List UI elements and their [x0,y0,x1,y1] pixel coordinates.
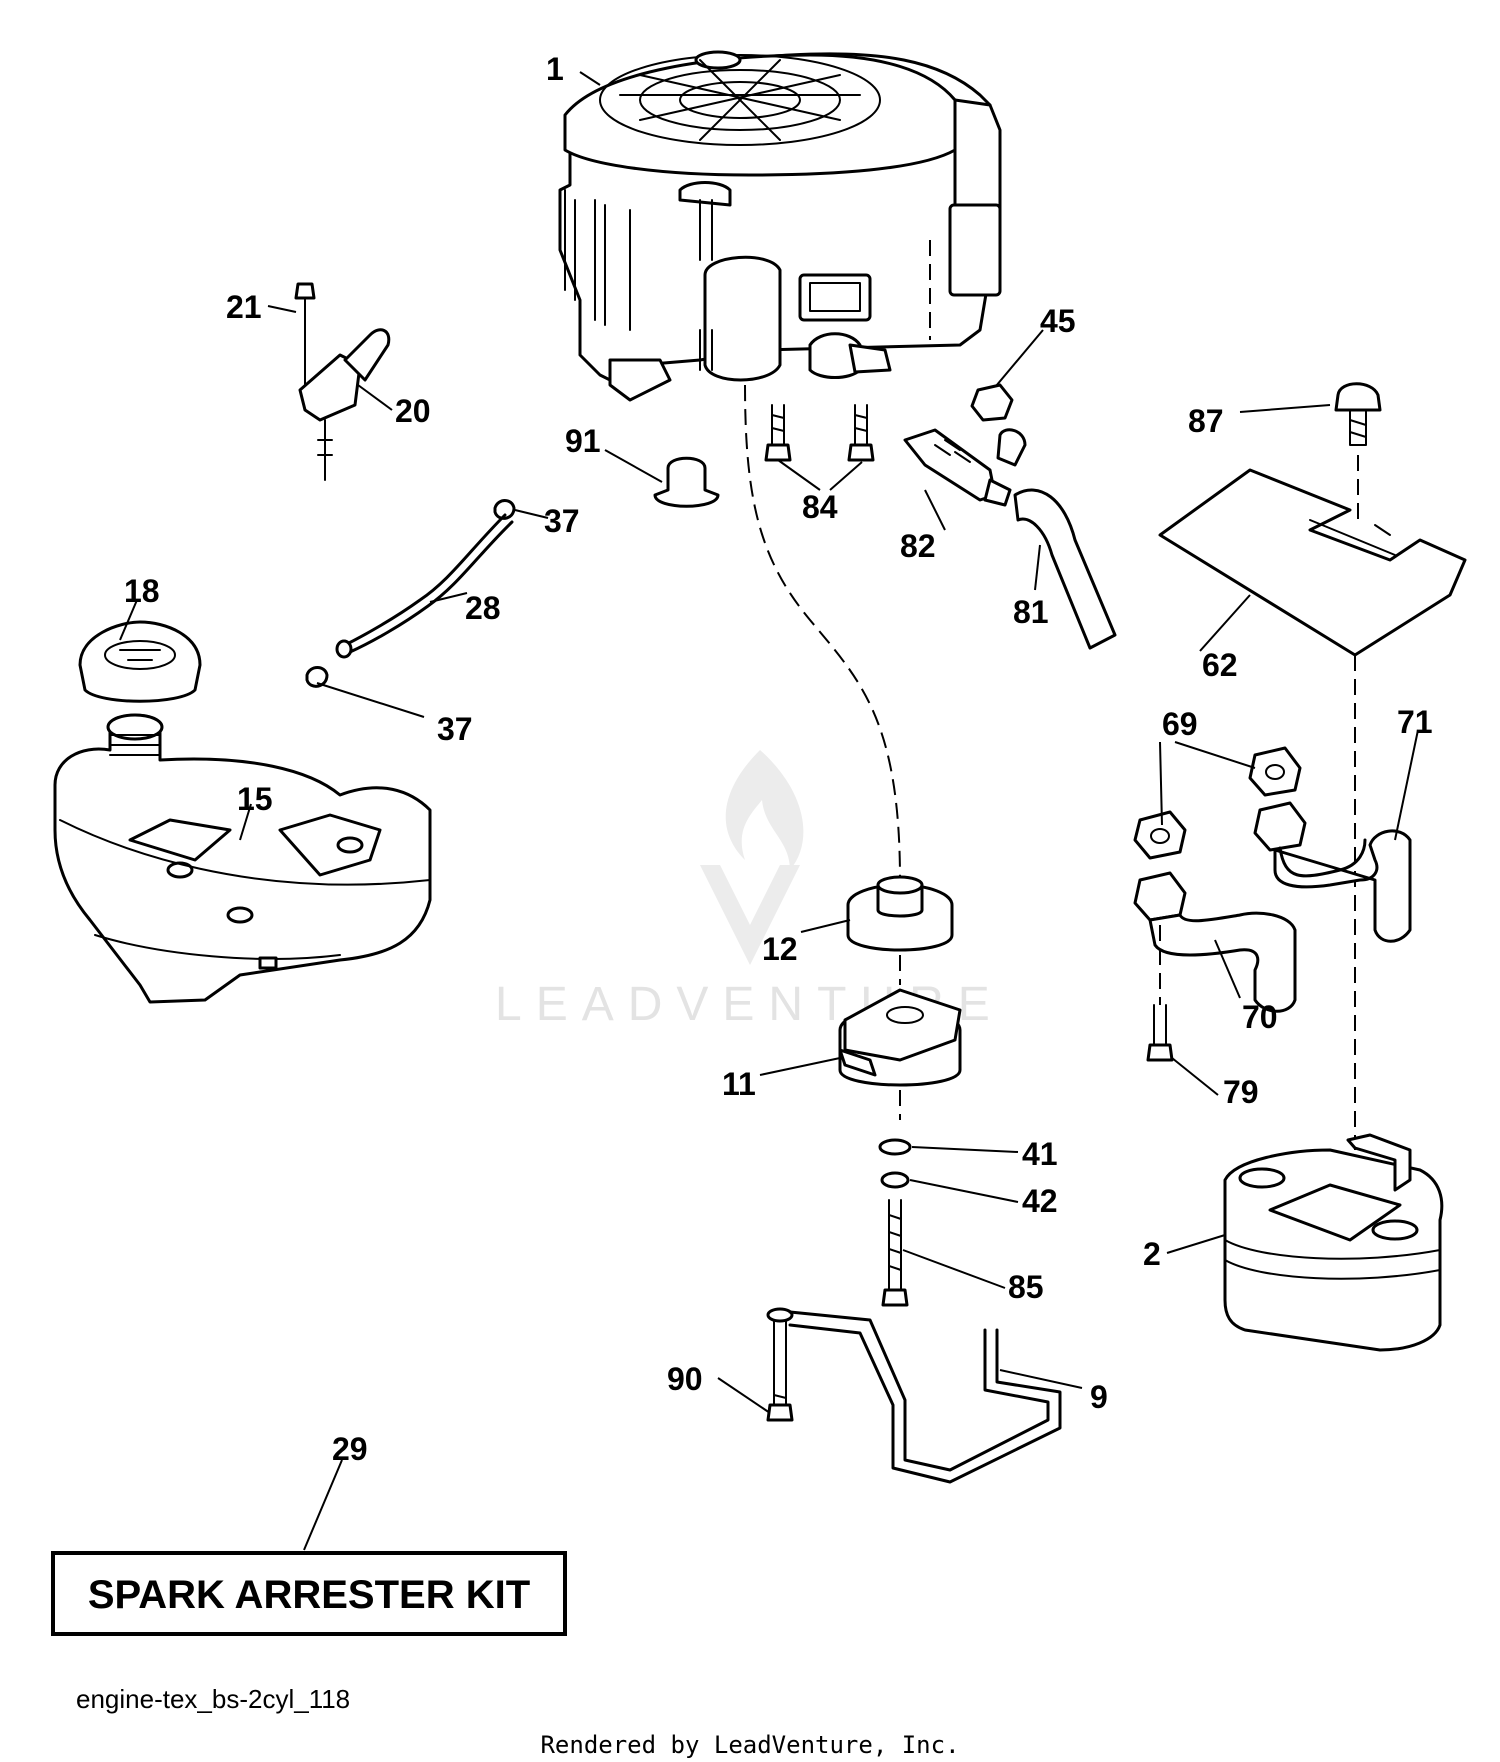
clutch-11 [838,955,962,1120]
part-number: 9 [1090,1379,1108,1415]
part-number: 29 [332,1431,368,1467]
part-number: 62 [1202,647,1238,683]
fuel-tank-15 [53,713,432,1004]
washer-41 [878,1138,912,1156]
screw-87 [1334,382,1382,446]
part-number: 82 [900,528,936,564]
watermark-flame-icon [725,750,804,870]
lockwasher-42 [880,1171,910,1189]
part-number: 37 [544,503,580,539]
part-number: 11 [722,1066,756,1102]
part-number: 20 [395,393,431,429]
part-number: 21 [226,289,262,325]
throttle-control [294,282,391,481]
part-number: 42 [1022,1183,1058,1219]
gaskets-69 [1133,746,1302,860]
drain-valve-82 [903,428,1027,507]
bolts-84 [764,404,875,462]
pulley-12 [846,875,954,952]
heat-shield-62 [1158,468,1467,657]
part-number: 91 [565,423,601,459]
dashed-centerline [744,384,901,881]
leader-lines [119,71,1419,1551]
part-number: 79 [1223,1074,1259,1110]
bushing-91 [653,456,720,508]
fuel-line-28 [305,499,516,688]
bolt-90 [766,1319,794,1422]
part-number: 18 [124,573,160,609]
part-number: 12 [762,931,798,967]
part-number: 87 [1188,403,1224,439]
part-number: 45 [1040,303,1076,339]
engine [558,50,1002,402]
rod-9 [766,1307,1062,1484]
part-number: 81 [1013,594,1049,630]
rendered-by: Rendered by LeadVenture, Inc. [540,1731,959,1759]
bolt-85 [881,1199,909,1307]
part-number: 2 [1143,1236,1161,1272]
diagram-id: engine-tex_bs-2cyl_118 [76,1684,350,1714]
part-number: 85 [1008,1269,1044,1305]
spark-arrester-kit-box: SPARK ARRESTER KIT [51,1551,567,1636]
part-number: 71 [1397,704,1433,740]
part-number: 41 [1022,1136,1058,1172]
part-numbers: 1 21 20 45 87 91 84 82 37 28 81 62 18 37… [124,51,1433,1467]
watermark-v-icon [700,865,800,965]
nut-45 [970,383,1014,422]
spark-arrester-kit-label: SPARK ARRESTER KIT [88,1573,530,1617]
part-number: 1 [546,51,564,87]
part-number: 28 [465,590,501,626]
exhaust-pipe-71 [1253,801,1412,943]
part-number: 90 [667,1361,703,1397]
part-number: 37 [437,711,473,747]
part-number: 15 [237,781,273,817]
muffler-2 [1223,1133,1444,1352]
part-number: 70 [1242,999,1278,1035]
fuel-cap-18 [78,620,202,703]
part-number: 84 [802,489,838,525]
part-number: 69 [1162,706,1198,742]
hose-81 [1013,488,1117,650]
bolt-79 [1146,925,1174,1062]
exhaust-pipe-70 [1133,871,1297,1013]
